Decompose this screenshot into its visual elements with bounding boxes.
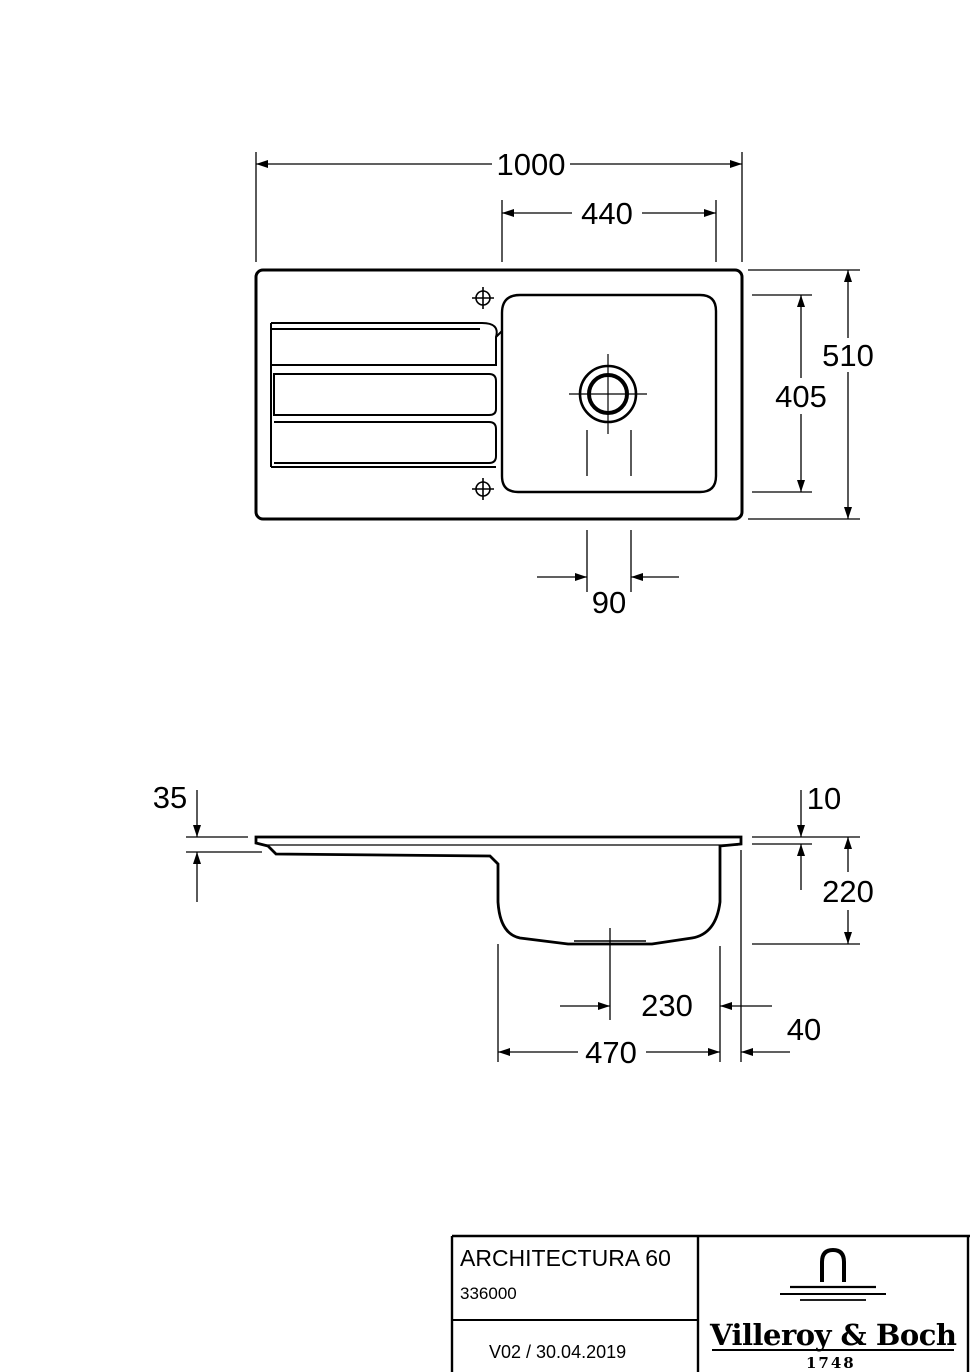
brand-name: Villeroy & Boch [710, 1318, 957, 1352]
drainer-grooves [270, 322, 503, 468]
drain-hole [569, 354, 647, 434]
product-name: ARCHITECTURA 60 [460, 1245, 671, 1271]
dim-bowl-width: 440 [581, 196, 633, 231]
section-view [186, 790, 860, 1062]
faucet-hole-marker-icon [472, 287, 494, 309]
faucet-hole-marker-icon [472, 478, 494, 500]
brand-year: 1748 [806, 1354, 856, 1372]
article-number: 336000 [460, 1284, 517, 1303]
dim-drain-width: 90 [592, 585, 626, 620]
dim-top-thickness: 10 [807, 781, 841, 816]
plan-dimension-labels: 1000 440 510 405 90 [497, 147, 874, 620]
plan-view [254, 152, 860, 592]
bowl-outline-plan [500, 293, 718, 494]
section-dimension-labels: 35 10 220 230 470 40 [153, 780, 874, 1070]
title-block [450, 1234, 970, 1372]
dim-overall-depth: 510 [822, 338, 874, 373]
dim-rim-height: 35 [153, 780, 187, 815]
dim-bowl-length: 470 [585, 1035, 637, 1070]
version-date: V02 / 30.04.2019 [489, 1342, 627, 1362]
villeroy-boch-logo-icon [712, 1247, 954, 1351]
dim-bowl-depth: 405 [775, 379, 827, 414]
dim-section-bowl-depth: 220 [822, 874, 874, 909]
dim-drain-offset: 230 [641, 988, 693, 1023]
sink-profile-section [254, 835, 743, 946]
dim-edge-offset: 40 [787, 1012, 821, 1047]
sink-outline-plan [254, 268, 744, 521]
dim-overall-length: 1000 [497, 147, 566, 182]
